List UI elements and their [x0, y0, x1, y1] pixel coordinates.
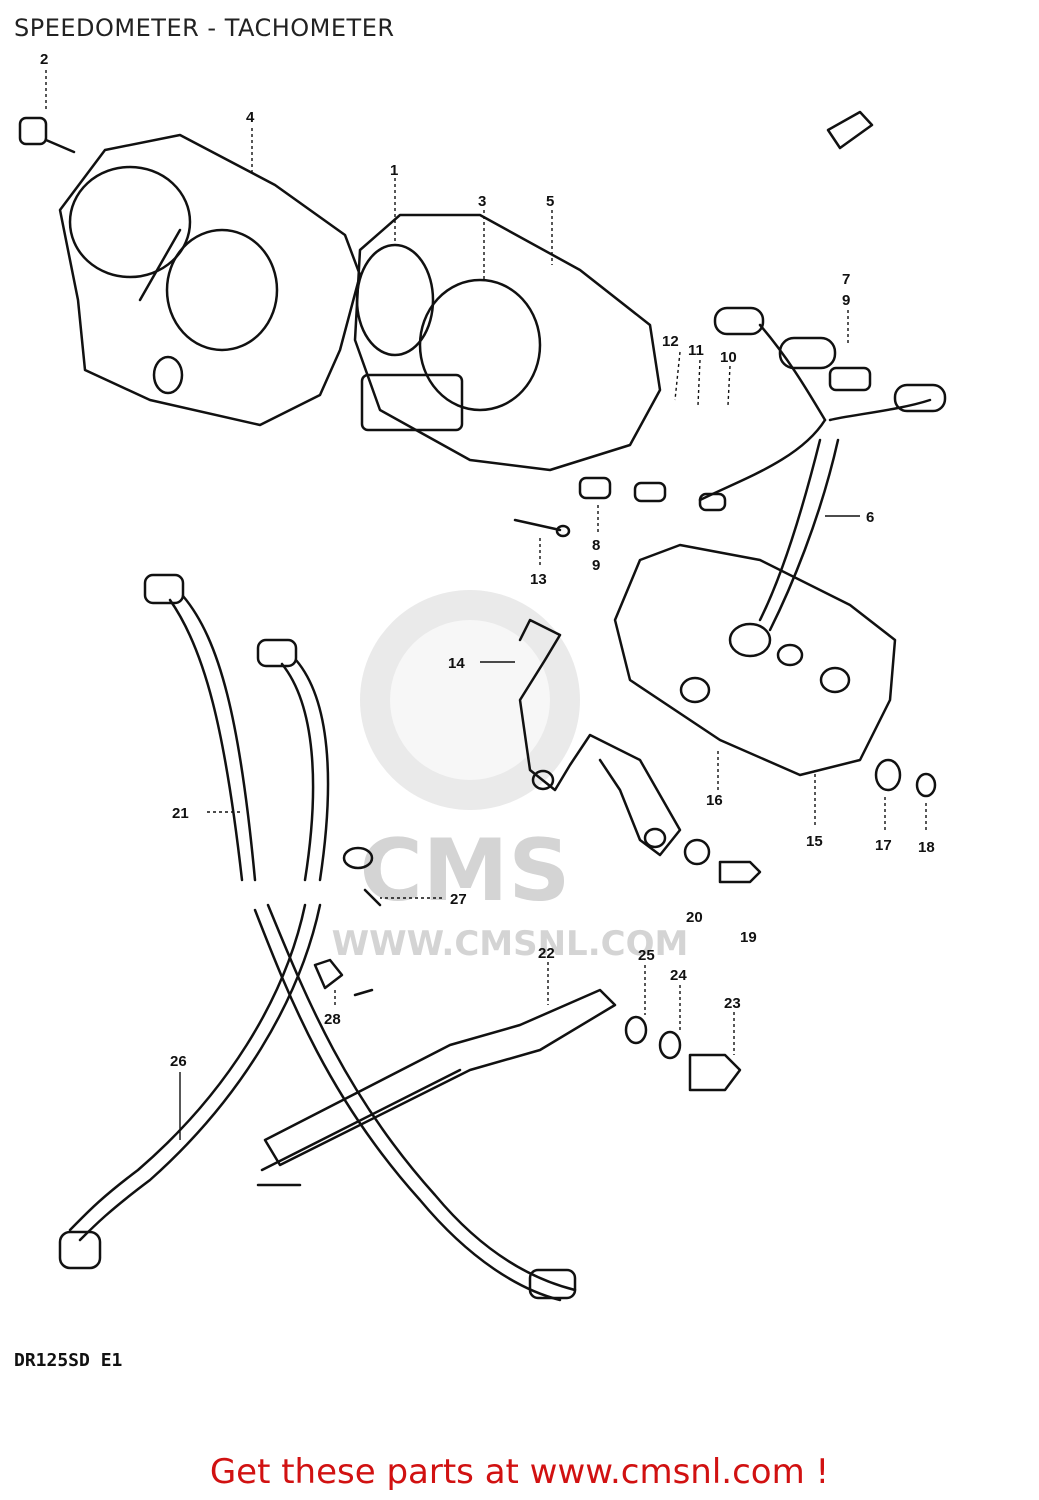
part-cable-guide-22	[256, 988, 617, 1187]
callout-17: 17	[875, 837, 892, 854]
callout-8: 8	[592, 537, 600, 554]
part-bolt-23	[688, 1053, 742, 1092]
part-connector-top	[826, 110, 874, 150]
callout-25: 25	[638, 947, 655, 964]
footer-link[interactable]: Get these parts at www.cmsnl.com !	[209, 1452, 830, 1492]
callout-22: 22	[538, 945, 555, 962]
part-bolt-19	[683, 838, 762, 884]
callout-19: 19	[740, 929, 757, 946]
leader-lines	[45, 70, 927, 1140]
callout-26: 26	[170, 1053, 187, 1070]
part-meter-case-15	[613, 543, 897, 777]
callout-6: 6	[866, 509, 874, 526]
part-clamp-27	[342, 846, 382, 907]
part-nut-18	[915, 772, 937, 798]
callout-14: 14	[448, 655, 465, 672]
part-wire-harness-6	[698, 306, 947, 632]
callout-13: 13	[530, 571, 547, 588]
watermark: CMS WWW.CMSNL.COM	[332, 590, 689, 964]
callout-12: 12	[662, 333, 679, 350]
parts-diagram: CMS WWW.CMSNL.COM	[18, 51, 947, 1302]
watermark-url: WWW.CMSNL.COM	[332, 924, 689, 964]
callout-20: 20	[686, 909, 703, 926]
part-meter-body-5	[353, 213, 662, 472]
callout-15: 15	[806, 833, 823, 850]
model-code: DR125SD E1	[14, 1350, 123, 1371]
callout-24: 24	[670, 967, 687, 984]
callout-5: 5	[546, 193, 554, 210]
callout-18: 18	[918, 839, 935, 856]
part-screw-2	[18, 116, 76, 154]
part-bulb-8	[578, 476, 727, 512]
callout-2: 2	[40, 51, 48, 68]
callout-4: 4	[246, 109, 255, 126]
diagram-title: SPEEDOMETER - TACHOMETER	[14, 14, 395, 42]
callout-1: 1	[390, 162, 398, 179]
callout-11: 11	[688, 342, 704, 359]
part-washer-17	[874, 758, 902, 792]
callout-27: 27	[450, 891, 467, 908]
part-meter-cover-4	[58, 133, 362, 427]
part-clamp-28	[313, 958, 374, 997]
part-washer-25	[624, 1015, 648, 1045]
callout-21: 21	[172, 805, 189, 822]
callout-23: 23	[724, 995, 741, 1012]
part-washer-24	[658, 1030, 682, 1060]
part-cable-26	[58, 638, 330, 1270]
callout-9-a: 9	[842, 292, 850, 309]
callout-10: 10	[720, 349, 737, 366]
callout-9-b: 9	[592, 557, 600, 574]
callout-3: 3	[478, 193, 486, 210]
part-bracket-14	[518, 618, 682, 857]
part-screw-13	[513, 518, 571, 538]
callout-7: 7	[842, 271, 850, 288]
callout-16: 16	[706, 792, 723, 809]
callout-labels: 1 2 3 4 5 6 7 9 12 11 10 8 9 13 14 15 16…	[40, 51, 935, 1070]
callout-28: 28	[324, 1011, 341, 1028]
part-cable-21	[143, 573, 577, 1302]
watermark-brand: CMS	[360, 821, 571, 921]
